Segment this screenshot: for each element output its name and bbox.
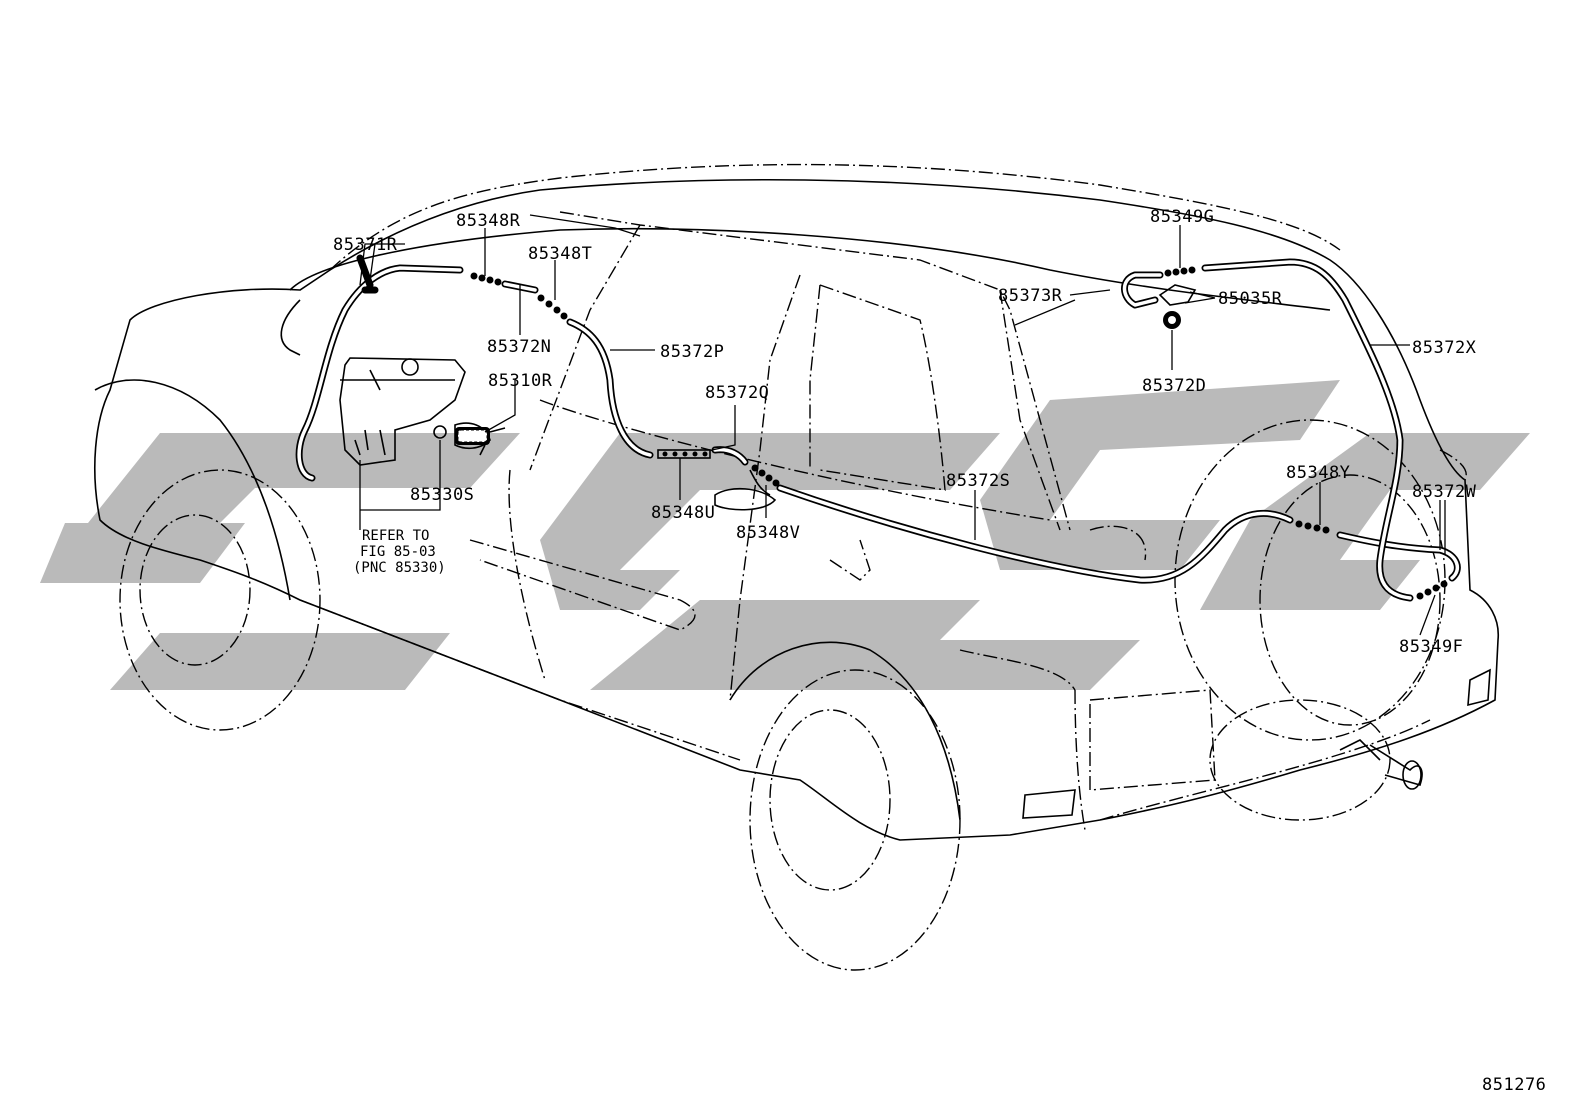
washer-tank [339,357,506,466]
label-85348u[interactable]: 85348U [651,503,715,523]
figure-id: 851276 [1482,1075,1546,1095]
leader-lines [359,214,1446,636]
connector-85348t [537,294,568,320]
rear-nozzle [1158,284,1197,329]
connectors [470,266,1448,600]
front-wheel [94,379,321,731]
label-85373r[interactable]: 85373R [998,286,1063,306]
label-85372x[interactable]: 85372X [1412,338,1477,358]
label-85348t[interactable]: 85348T [528,244,592,264]
part-labels: 85371R 85348R 85348T 85372N 85372P 85310… [333,207,1546,1095]
rear-wheel [729,641,961,971]
label-85372s[interactable]: 85372S [946,471,1010,491]
refer-note-line2: FIG 85-03 [360,544,436,560]
label-85371r[interactable]: 85371R [333,235,398,255]
label-85372w[interactable]: 85372W [1412,482,1477,502]
refer-note-line1: REFER TO [362,528,429,544]
spare-tire [1174,419,1446,821]
watermark-logo [40,380,1530,690]
label-85310r[interactable]: 85310R [488,371,553,391]
label-85348v[interactable]: 85348V [736,523,800,543]
connector-85349g [1164,266,1196,277]
label-85372d[interactable]: 85372D [1142,376,1206,396]
label-85348y[interactable]: 85348Y [1286,463,1350,483]
washer-pump [455,427,490,445]
label-85372n[interactable]: 85372N [487,337,551,357]
label-85348r[interactable]: 85348R [456,211,521,231]
refer-note-line3[interactable]: (PNC 85330) [353,560,446,576]
connector-85348u [657,449,711,459]
label-85349f[interactable]: 85349F [1399,637,1463,657]
connector-85349f [1416,580,1448,600]
hose-front [295,254,1461,602]
connector-85348y [1295,520,1330,534]
connector-85348v [751,464,780,487]
label-85330s[interactable]: 85330S [410,485,474,505]
vehicle-outline [94,163,1500,841]
label-85035r[interactable]: 85035R [1218,289,1283,309]
label-85372q[interactable]: 85372Q [705,383,769,403]
label-85349g[interactable]: 85349G [1150,207,1214,227]
connector-85348r [470,272,502,286]
label-85372p[interactable]: 85372P [660,342,724,362]
